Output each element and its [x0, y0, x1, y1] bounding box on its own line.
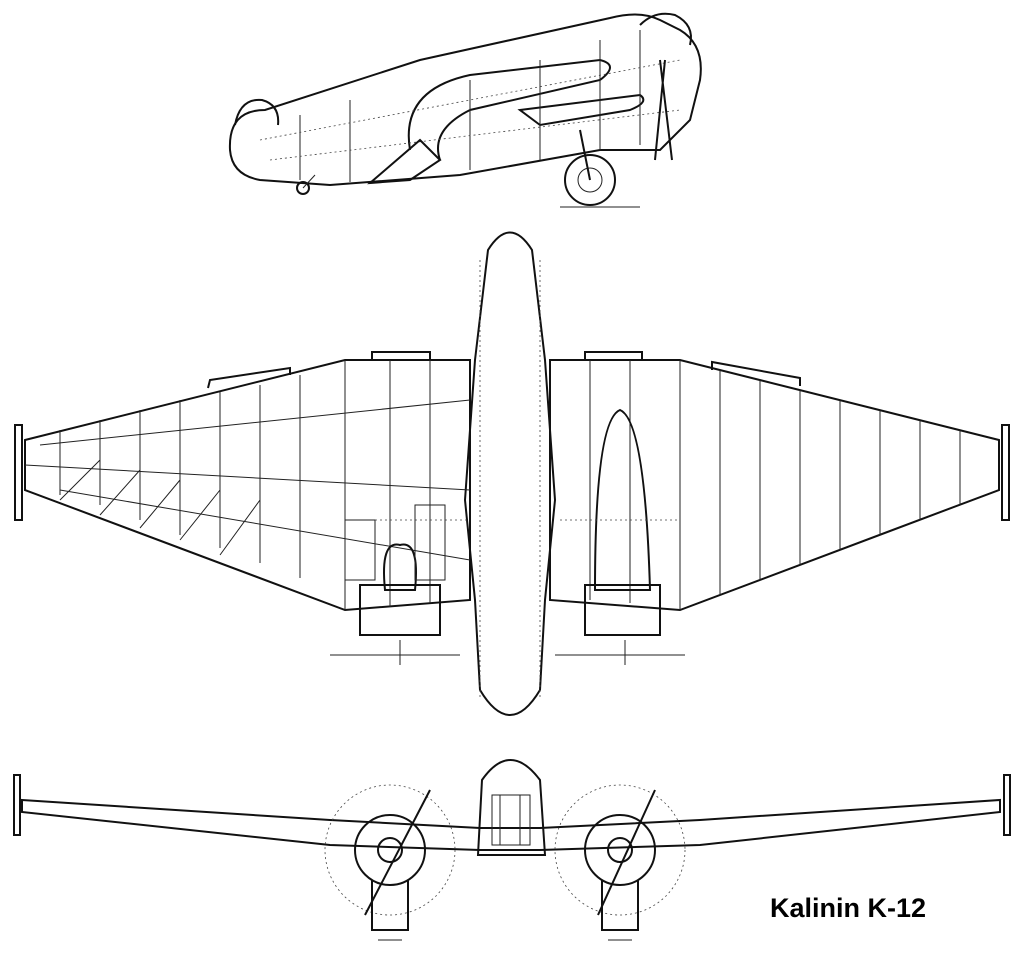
aircraft-caption: Kalinin K-12 — [770, 893, 927, 923]
top-view — [14, 231, 1010, 716]
side-view — [228, 12, 702, 208]
front-view — [13, 759, 1011, 941]
